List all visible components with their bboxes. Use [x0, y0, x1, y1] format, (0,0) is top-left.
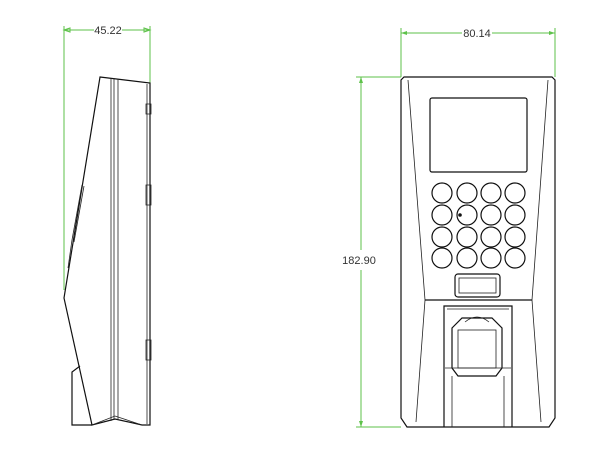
keypad-key [480, 247, 502, 269]
side-width-label: 45.22 [94, 25, 122, 37]
key-dot-marker [458, 213, 462, 217]
keypad-key [431, 226, 453, 248]
fingerprint-housing [443, 305, 513, 427]
display-screen [429, 97, 528, 173]
keypad-key [456, 247, 478, 269]
keypad-key [504, 182, 526, 204]
side-width-dimension: 45.22 [62, 25, 152, 290]
keypad-key [456, 204, 478, 226]
fingerprint-sensor [445, 316, 511, 377]
keypad-key [456, 226, 478, 248]
keypad-key [504, 247, 526, 269]
front-width-dimension: 80.14 [400, 28, 556, 77]
keypad [431, 182, 526, 269]
keypad-key [480, 226, 502, 248]
keypad-key [431, 182, 453, 204]
front-height-dimension: 182.90 [342, 76, 401, 428]
keypad-key [504, 226, 526, 248]
side-view: 45.22 [62, 25, 152, 426]
card-reader-window [454, 273, 501, 298]
front-view: 80.14 182.90 [342, 28, 556, 428]
keypad-key [504, 204, 526, 226]
front-width-label: 80.14 [463, 28, 491, 40]
keypad-key [480, 204, 502, 226]
keypad-key [456, 182, 478, 204]
keypad-key [431, 204, 453, 226]
keypad-key [431, 247, 453, 269]
keypad-key [480, 182, 502, 204]
front-height-label: 182.90 [342, 255, 376, 267]
